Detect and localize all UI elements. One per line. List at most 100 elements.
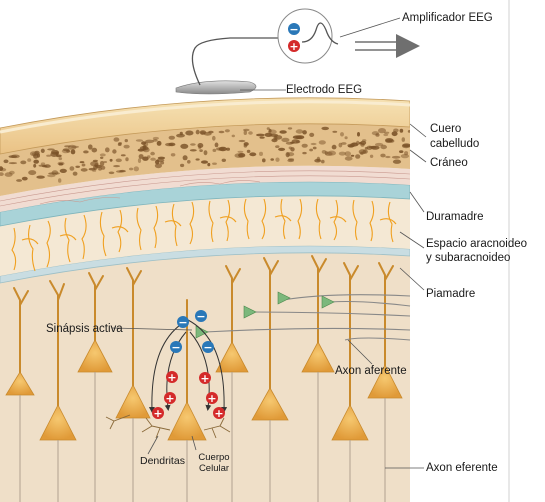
skull-pore xyxy=(275,145,279,148)
skull-pore xyxy=(83,150,89,153)
skull-pore xyxy=(168,143,175,147)
skull-pore xyxy=(370,155,373,158)
skull-pore xyxy=(260,137,265,139)
skull-pore xyxy=(198,143,204,148)
skull-pore xyxy=(219,147,228,151)
skull-pore xyxy=(385,156,390,158)
skull-pore xyxy=(239,140,246,142)
skull-pore xyxy=(401,154,409,158)
dura-label: Duramadre xyxy=(426,210,484,224)
skull-pore xyxy=(155,160,160,165)
active-synapse-label: Sinápsis activa xyxy=(46,322,123,336)
skull-pore xyxy=(244,144,248,147)
skull-pore xyxy=(125,157,128,161)
skull-pore xyxy=(33,160,39,164)
skull-pore xyxy=(113,165,120,167)
pia-label: Piamadre xyxy=(426,287,475,301)
skull-pore xyxy=(204,150,208,155)
skull-pore xyxy=(22,177,28,181)
skull-pore xyxy=(27,158,31,162)
svg-text:−: − xyxy=(196,310,205,323)
skull-pore xyxy=(399,150,403,153)
skull-pore xyxy=(383,134,388,137)
skull-pore xyxy=(73,172,78,176)
skull-pore xyxy=(313,147,317,150)
skull-pore xyxy=(339,143,343,148)
skull-pore xyxy=(9,171,15,175)
skull-pore xyxy=(114,137,120,141)
skull-pore xyxy=(238,153,245,158)
svg-text:+: + xyxy=(200,372,209,385)
skull-pore xyxy=(41,149,45,153)
skull-pore xyxy=(212,136,216,141)
skull-pore xyxy=(355,154,360,159)
skull-pore xyxy=(59,163,64,166)
skull-pore xyxy=(289,147,292,150)
skull-pore xyxy=(116,159,122,163)
skull-pore xyxy=(339,152,346,156)
skull-pore xyxy=(215,143,219,148)
skull-pore xyxy=(180,132,183,135)
arachnoid-label-line1: Espacio aracnoideo xyxy=(426,237,527,251)
skull-pore xyxy=(309,149,313,152)
skull-pore xyxy=(302,144,308,148)
skull-pore xyxy=(311,143,317,145)
skull-pore xyxy=(357,132,360,137)
skull-pore xyxy=(225,129,230,132)
skull-pore xyxy=(332,145,337,150)
skull-pore xyxy=(327,151,336,156)
skull-pore xyxy=(275,158,279,162)
skull-pore xyxy=(81,168,88,172)
skull-pore xyxy=(321,127,329,130)
skull-pore xyxy=(212,163,217,165)
skull-pore xyxy=(124,145,130,149)
skull-pore xyxy=(207,163,210,166)
skull-pore xyxy=(150,152,155,156)
skull-pore xyxy=(59,157,63,160)
svg-text:+: + xyxy=(153,407,162,420)
skull-pore xyxy=(169,136,175,140)
skull-pore xyxy=(200,130,206,134)
skull-pore xyxy=(16,179,22,182)
cell-body-label-line1: Cuerpo xyxy=(196,452,232,463)
skull-pore xyxy=(352,142,357,144)
skull-pore xyxy=(180,164,184,167)
skull-label: Cráneo xyxy=(430,156,468,170)
skull-pore xyxy=(402,137,405,142)
skull-pore xyxy=(392,156,401,159)
skull-pore xyxy=(185,131,193,136)
skull-pore xyxy=(279,130,286,134)
skull-pore xyxy=(348,145,354,148)
skull-pore xyxy=(138,158,141,163)
skull-pore xyxy=(28,170,36,175)
skull-pore xyxy=(268,130,277,135)
skull-pore xyxy=(402,143,411,147)
skull-pore xyxy=(288,127,292,129)
skull-pore xyxy=(393,160,401,164)
skull-pore xyxy=(340,132,344,136)
skull-pore xyxy=(109,172,115,175)
scalp-label-line2: cabelludo xyxy=(430,137,479,151)
skull-pore xyxy=(319,140,326,144)
skull-pore xyxy=(359,149,366,154)
skull-pore xyxy=(244,130,247,135)
skull-pore xyxy=(70,166,75,171)
signal-monitor xyxy=(278,9,332,63)
skull-pore xyxy=(369,146,377,149)
skull-pore xyxy=(134,166,139,171)
skull-pore xyxy=(47,148,55,150)
skull-pore xyxy=(30,151,38,156)
skull-pore xyxy=(171,153,176,156)
skull-pore xyxy=(121,154,126,156)
skull-pore xyxy=(58,178,61,183)
skull-pore xyxy=(100,157,103,159)
skull-pore xyxy=(180,144,188,149)
skull-pore xyxy=(190,143,196,145)
skull-pore xyxy=(136,139,143,142)
skull-pore xyxy=(248,131,253,135)
skull-pore xyxy=(183,155,188,160)
svg-text:+: + xyxy=(165,392,174,405)
skull-pore xyxy=(317,157,321,162)
skull-pore xyxy=(98,167,102,170)
svg-text:+: + xyxy=(167,371,176,384)
